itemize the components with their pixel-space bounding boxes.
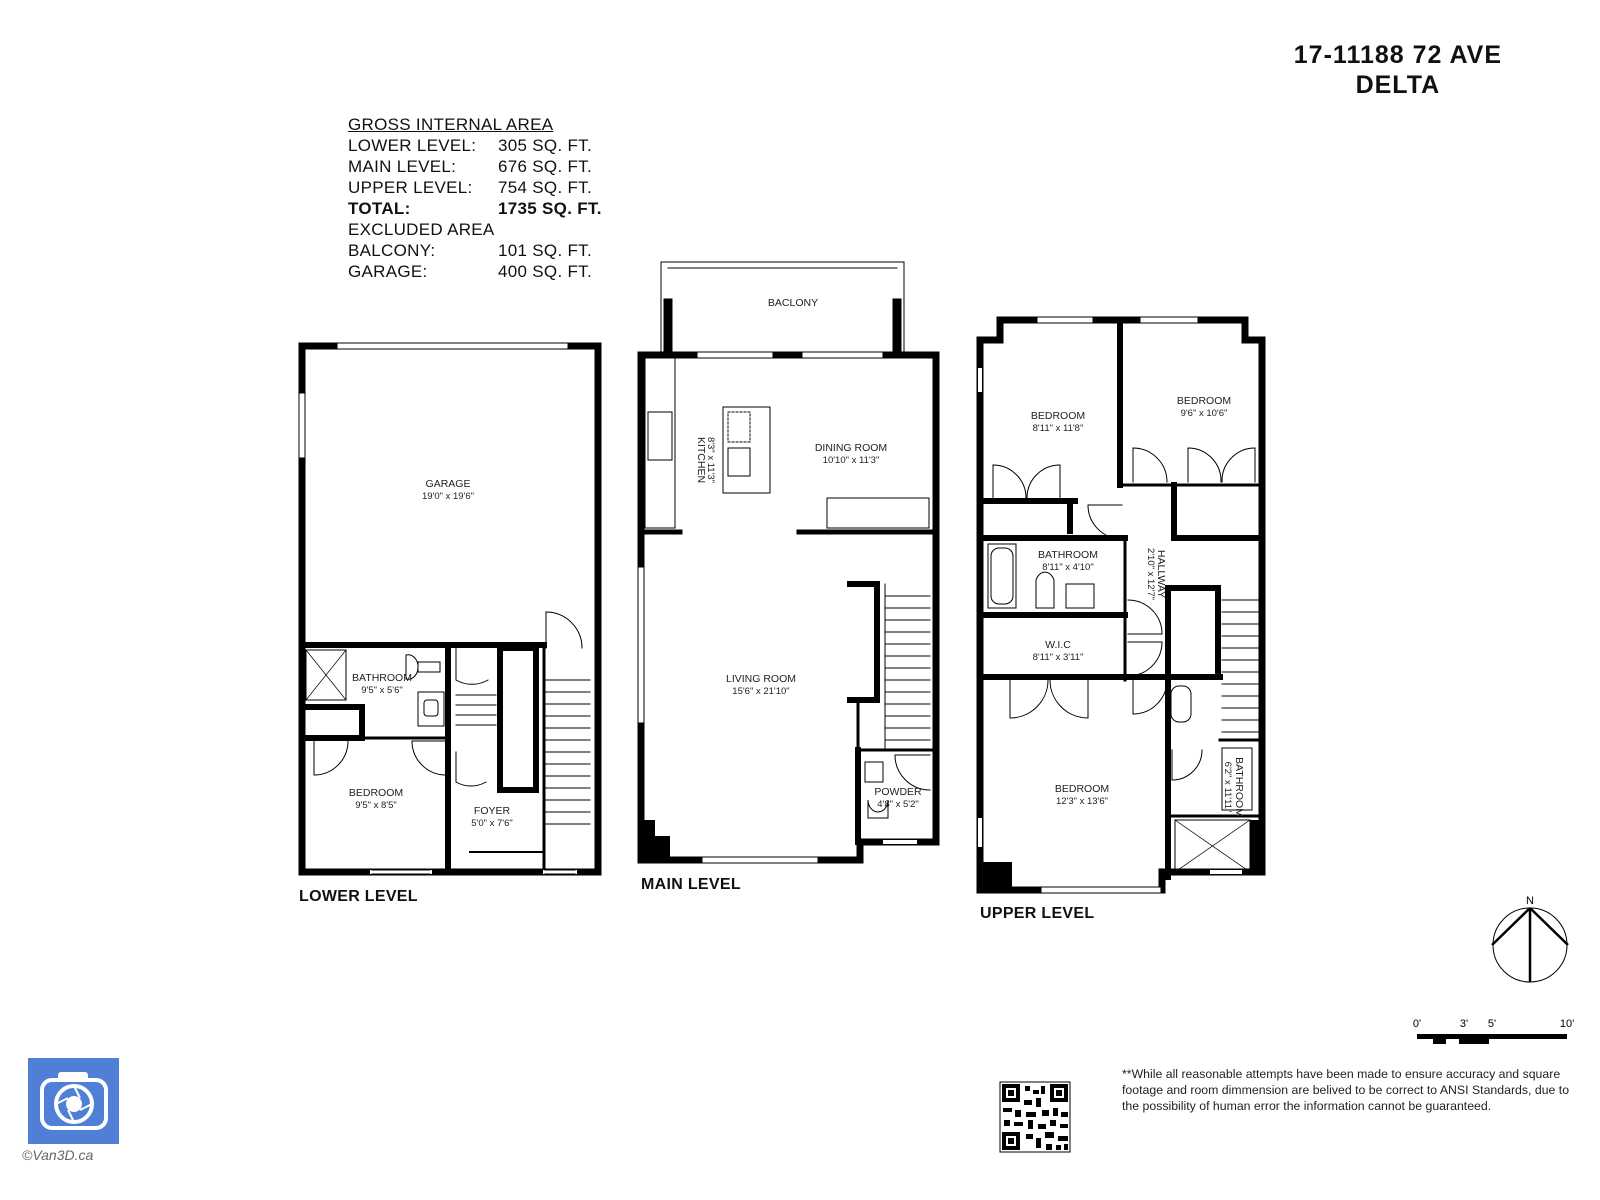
room-name-upper-bathroom-2: BATHROOM xyxy=(1233,757,1245,817)
room-dims-upper-bedroom-1: 8'11" x 11'8" xyxy=(1033,423,1084,434)
room-name-wic: W.I.C xyxy=(1045,639,1071,651)
room-dims-lower-bedroom: 9'5" x 8'5" xyxy=(355,800,397,811)
area-summary: GROSS INTERNAL AREA LOWER LEVEL:305 SQ. … xyxy=(348,114,602,282)
upper-level-plan xyxy=(976,316,1266,894)
room-name-garage: GARAGE xyxy=(426,478,471,490)
disclaimer-text: **While all reasonable attempts have bee… xyxy=(1122,1067,1570,1113)
room-name-upper-bedroom-1: BEDROOM xyxy=(1031,410,1085,422)
upper-level-label: UPPER LEVEL xyxy=(980,905,1095,922)
main-level-label: MAIN LEVEL xyxy=(641,876,741,893)
room-dims-hallway: 2'10" x 12'7" xyxy=(1145,548,1156,600)
lower-level-plan xyxy=(298,342,602,876)
room-dims-wic: 8'11" x 3'11" xyxy=(1033,652,1084,663)
camera-shutter-icon xyxy=(40,1072,108,1130)
room-name-hallway: HALLWAY xyxy=(1155,550,1167,598)
gross-area-heading: GROSS INTERNAL AREA xyxy=(348,115,554,134)
room-dims-upper-bedroom-3: 12'3" x 13'6" xyxy=(1056,796,1108,807)
room-name-upper-bathroom-1: BATHROOM xyxy=(1038,549,1098,561)
scale-bar: 0' 3' 5' 10' xyxy=(1413,1018,1574,1044)
room-name-living-room: LIVING ROOM xyxy=(726,673,796,685)
room-dims-dining-room: 10'10" x 11'3" xyxy=(823,455,880,466)
address-line-1: 17-11188 72 AVE xyxy=(1293,41,1502,69)
area-row-lower: LOWER LEVEL:305 SQ. FT. xyxy=(348,136,593,155)
scale-tick-0: 0' xyxy=(1413,1018,1421,1030)
area-row-total: TOTAL:1735 SQ. FT. xyxy=(348,199,602,218)
excluded-area-heading: EXCLUDED AREA xyxy=(348,220,495,239)
lower-level-label: LOWER LEVEL xyxy=(299,888,418,905)
area-row-balcony: BALCONY:101 SQ. FT. xyxy=(348,241,593,260)
room-dims-upper-bathroom-1: 8'11" x 4'10" xyxy=(1042,562,1093,573)
room-dims-lower-bathroom: 9'5" x 5'6" xyxy=(361,685,403,696)
room-name-foyer: FOYER xyxy=(474,805,511,817)
room-name-upper-bedroom-3: BEDROOM xyxy=(1055,783,1109,795)
area-row-upper: UPPER LEVEL:754 SQ. FT. xyxy=(348,178,593,197)
room-name-balcony: BACLONY xyxy=(768,297,818,309)
room-name-kitchen: KITCHEN xyxy=(695,437,707,483)
room-labels: GARAGE 19'0" x 19'6" BATHROOM 9'5" x 5'6… xyxy=(349,297,1245,829)
area-row-main: MAIN LEVEL:676 SQ. FT. xyxy=(348,157,593,176)
scale-tick-10: 10' xyxy=(1560,1018,1574,1030)
scale-tick-5: 5' xyxy=(1488,1018,1496,1030)
area-row-garage: GARAGE:400 SQ. FT. xyxy=(348,262,593,281)
room-name-lower-bathroom: BATHROOM xyxy=(352,672,412,684)
copyright-text: ©Van3D.ca xyxy=(22,1147,94,1163)
room-dims-powder: 4'8" x 5'2" xyxy=(877,799,919,810)
main-level-plan xyxy=(637,261,940,864)
address-line-2: DELTA xyxy=(1355,71,1441,99)
room-name-lower-bedroom: BEDROOM xyxy=(349,787,403,799)
room-dims-upper-bathroom-2: 6'2" x 11'11" xyxy=(1222,762,1233,813)
van3d-logo xyxy=(28,1058,119,1144)
scale-tick-3: 3' xyxy=(1460,1018,1468,1030)
room-name-dining-room: DINING ROOM xyxy=(815,442,887,454)
room-dims-kitchen: 8'3" x 11'3" xyxy=(705,437,716,483)
room-dims-garage: 19'0" x 19'6" xyxy=(422,491,474,502)
qr-code-icon xyxy=(999,1081,1071,1153)
room-name-powder: POWDER xyxy=(874,786,922,798)
compass-north-label: N xyxy=(1526,895,1534,907)
compass-icon: N xyxy=(1491,895,1569,983)
room-dims-living-room: 15'6" x 21'10" xyxy=(732,686,789,697)
property-address: 17-11188 72 AVE DELTA xyxy=(1294,40,1502,100)
room-dims-foyer: 5'0" x 7'6" xyxy=(471,818,513,829)
room-name-upper-bedroom-2: BEDROOM xyxy=(1177,395,1231,407)
room-dims-upper-bedroom-2: 9'6" x 10'6" xyxy=(1181,408,1228,419)
